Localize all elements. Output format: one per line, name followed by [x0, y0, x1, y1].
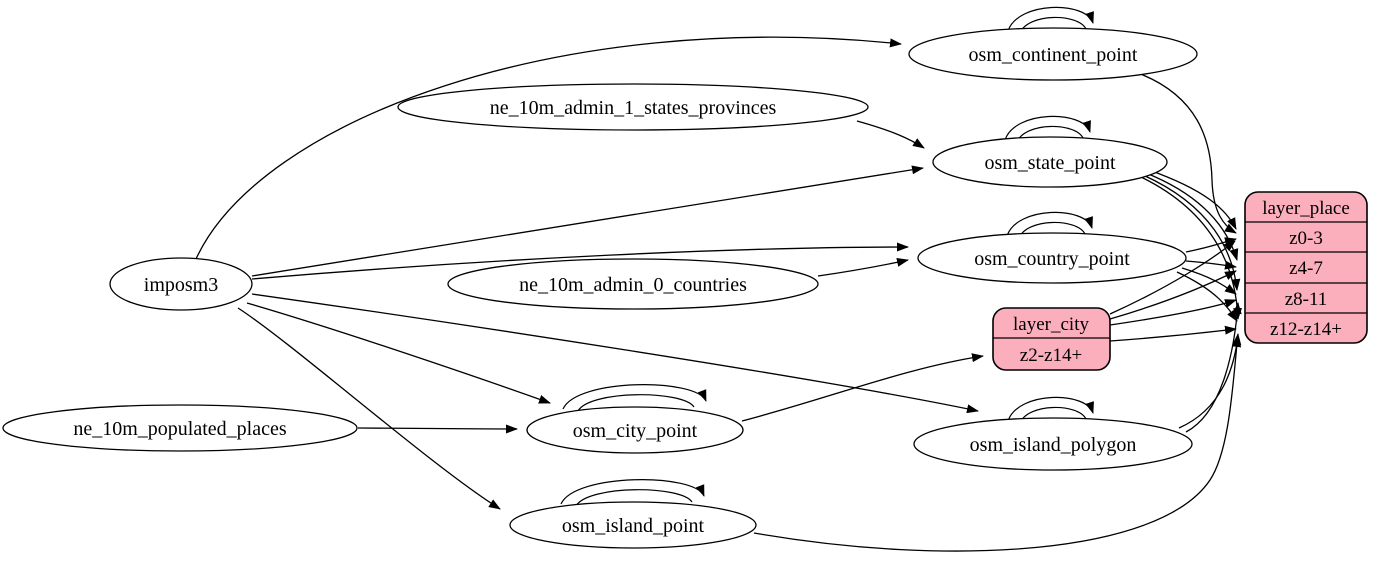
- osm_state_point-label: osm_state_point: [984, 152, 1116, 174]
- osm_island_polygon-shape: [913, 417, 1193, 471]
- layer_city-row-z2-z14: z2-z14+: [1020, 345, 1082, 366]
- node-osm_continent_point: osm_continent_point: [908, 27, 1198, 81]
- edge-ne_10m_admin_1_states_provinces-osm_state_point: [856, 120, 925, 149]
- edge-group: [195, 6, 1243, 552]
- self-loop-osm_continent_point: [1007, 6, 1094, 34]
- osm_country_point-label: osm_country_point: [974, 248, 1130, 270]
- layer_place-title: layer_place: [1262, 198, 1350, 219]
- node-osm_city_point: osm_city_point: [526, 406, 744, 454]
- osm_city_point-label: osm_city_point: [573, 420, 698, 442]
- edge-osm_island_polygon-layer_place-z8-11: [1185, 302, 1242, 433]
- osm_island_point-shape: [509, 501, 757, 549]
- edge-osm_country_point-layer_place-z0-3: [1185, 237, 1237, 253]
- self-loop-osm_state_point: [1004, 115, 1091, 143]
- edge-osm_country_point-layer_place-z4-7: [1185, 260, 1237, 270]
- imposm3-label: imposm3: [144, 274, 218, 296]
- self-loop-osm_city_point: [562, 384, 707, 412]
- ne_10m_admin_1_states_provinces-label: ne_10m_admin_1_states_provinces: [490, 97, 777, 119]
- edge-osm_state_point-layer_place-z0-3: [1148, 169, 1237, 230]
- layer_place-box: [1244, 191, 1368, 344]
- edge-ne_10m_populated_places-osm_city_point: [357, 424, 518, 434]
- node-osm_country_point: osm_country_point: [917, 232, 1187, 284]
- node-ne_10m_admin_1_states_provinces: ne_10m_admin_1_states_provinces: [397, 83, 869, 131]
- self-loop-osm_country_point: [1006, 211, 1093, 239]
- node-osm_island_polygon: osm_island_polygon: [913, 417, 1193, 471]
- edge-osm_continent_point-layer_place-z0-3: [1137, 72, 1237, 234]
- ne_10m_populated_places-shape: [2, 404, 358, 452]
- self-loop-osm_island_point: [560, 479, 705, 507]
- edge-layer_city-layer_place-z8-11: [1109, 299, 1237, 326]
- node-ne_10m_populated_places: ne_10m_populated_places: [2, 404, 358, 452]
- record-layer_place: layer_place z0-3 z4-7 z8-11 z12-z14+: [1244, 191, 1368, 344]
- layer_place-row-z4-7: z4-7: [1289, 258, 1323, 279]
- osm_country_point-shape: [917, 232, 1187, 284]
- edge-ne_10m_admin_0_countries-osm_country_point: [817, 257, 909, 277]
- osm_city_point-shape: [526, 406, 744, 454]
- osm_island_polygon-label: osm_island_polygon: [970, 434, 1137, 456]
- ne_10m_admin_0_countries-label: ne_10m_admin_0_countries: [519, 274, 747, 296]
- osm_island_point-label: osm_island_point: [562, 515, 705, 537]
- self-loop-osm_island_polygon: [1007, 396, 1094, 424]
- osm_continent_point-label: osm_continent_point: [969, 44, 1138, 66]
- edge-imposm3-osm_island_polygon: [251, 293, 979, 414]
- layer_place-row-z8-11: z8-11: [1285, 289, 1328, 310]
- layer_city-title: layer_city: [1013, 314, 1089, 335]
- layer_place-row-z0-3: z0-3: [1289, 228, 1323, 249]
- edge-osm_country_point-layer_place-z12-z14: [1176, 271, 1238, 322]
- edge-imposm3-osm_continent_point: [195, 36, 902, 260]
- edge-imposm3-osm_city_point: [246, 302, 551, 404]
- node-ne_10m_admin_0_countries: ne_10m_admin_0_countries: [447, 258, 819, 310]
- edge-layer_city-layer_place-z0-3: [1109, 240, 1236, 315]
- osm_state_point-shape: [932, 136, 1168, 188]
- osm_continent_point-shape: [908, 27, 1198, 81]
- edge-imposm3-osm_country_point: [251, 242, 909, 280]
- edge-imposm3-osm_island_point: [237, 307, 501, 510]
- ne_10m_populated_places-label: ne_10m_populated_places: [73, 418, 286, 440]
- node-osm_state_point: osm_state_point: [932, 136, 1168, 188]
- record-layer_city: layer_city z2-z14+: [992, 307, 1111, 371]
- edge-osm_island_point-layer_place-z12-z14: [753, 333, 1242, 552]
- ne_10m_admin_0_countries-shape: [447, 258, 819, 310]
- imposm3-shape: [109, 257, 253, 311]
- node-group: imposm3 ne_10m_admin_1_states_provinces …: [2, 27, 1198, 549]
- edge-osm_city_point-layer_city-z2-z14: [741, 353, 984, 422]
- edge-osm_country_point-layer_place-z8-11: [1181, 267, 1237, 295]
- node-osm_island_point: osm_island_point: [509, 501, 757, 549]
- node-imposm3: imposm3: [109, 257, 253, 311]
- layer_city-box: [992, 307, 1111, 371]
- edge-layer_city-layer_place-z4-7: [1109, 270, 1237, 320]
- ne_10m_admin_1_states_provinces-shape: [397, 83, 869, 131]
- layer_place-row-z12-z14: z12-z14+: [1270, 319, 1342, 340]
- edge-layer_city-layer_place-z12-z14: [1109, 325, 1237, 342]
